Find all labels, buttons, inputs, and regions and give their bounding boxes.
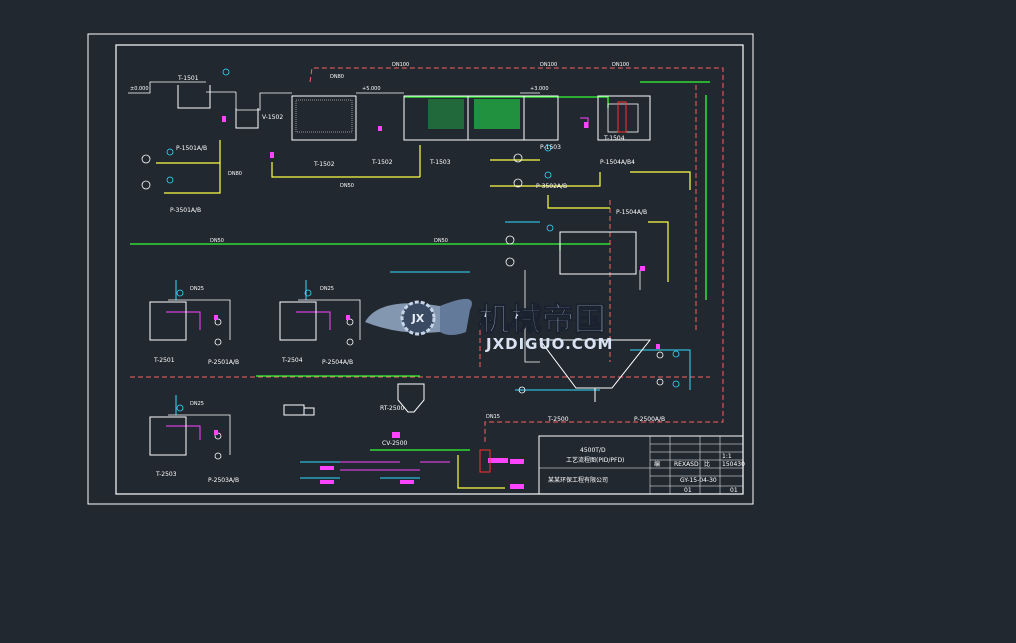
pipe-label-dn25c: DN25	[190, 401, 204, 407]
tag-t1502b: T-1502	[371, 159, 393, 166]
tag-p2501: P-2501A/B	[208, 359, 239, 366]
watermark-logo: JX 机械帝国 JXDIGUO.COM	[365, 298, 613, 353]
tb-page: 01	[730, 487, 738, 494]
tb-company: 某某环保工程有限公司	[548, 476, 608, 484]
pipe-label-dn80: DN80	[330, 74, 344, 80]
tag-t1503: T-1503	[429, 159, 451, 166]
dashed-return-lines	[130, 67, 724, 442]
tag-p2500: P-2500A/B	[634, 416, 665, 423]
bio-media-fill	[295, 99, 639, 133]
tb-drawing-no: GY-15-04-30	[680, 477, 717, 484]
pipe-label-dn50b: DN50	[210, 238, 224, 244]
inner-drawing-frame	[115, 44, 744, 495]
tb-project: 4500T/D	[580, 447, 606, 454]
tb-sheet-value: 150430	[722, 461, 745, 468]
pipe-label-dn25b: DN25	[320, 286, 334, 292]
red-filter-vessel	[479, 101, 627, 473]
tag-t2501: T-2501	[153, 357, 175, 364]
elev-label-2: +5.000	[362, 86, 381, 92]
watermark-badge: JX	[411, 312, 425, 325]
tag-t2500: T-2500	[547, 416, 569, 423]
pipe-size-labels: ±0.000 +5.000 +3.000 DN100 DN100 DN100 D…	[130, 62, 629, 420]
watermark-cn: 机械帝国	[478, 300, 606, 338]
pipe-label-dn100: DN100	[392, 62, 409, 68]
title-block: 4500T/D 工艺流程图(PID/PFD) 某某环保工程有限公司 编 REXA…	[538, 435, 745, 495]
tb-code-label: 编	[654, 460, 660, 468]
magenta-air-lines	[166, 117, 589, 471]
equipment-shapes	[149, 85, 652, 456]
pipe-label-dn50: DN50	[340, 183, 354, 189]
tag-p3501: P-3501A/B	[170, 207, 201, 214]
cyan-chemical-lines	[175, 221, 691, 479]
tag-p3502: P-3502A/B	[536, 183, 567, 190]
tb-code-value: REXASD	[674, 461, 699, 468]
tag-p1503: P-1503	[540, 144, 561, 151]
tag-p1505: P-1504A/B	[616, 209, 647, 216]
outer-sheet-border	[87, 33, 754, 505]
pipe-label-dn50c: DN50	[434, 238, 448, 244]
magenta-valve-markers	[214, 116, 660, 489]
tag-t1504: T-1504	[603, 135, 625, 142]
pipe-label-dn100c: DN100	[612, 62, 629, 68]
tb-drawing-name: 工艺流程图(PID/PFD)	[566, 456, 624, 464]
instrument-bubbles	[166, 68, 680, 412]
elev-label: ±0.000	[130, 86, 149, 92]
tb-scale-label: 比	[704, 460, 710, 468]
pipe-label-dn15: DN15	[486, 414, 500, 420]
pipe-label-dn100b: DN100	[540, 62, 557, 68]
equipment-tag-labels: T-1501 V-1502 P-1501A/B P-3501A/B T-1502…	[153, 75, 665, 484]
pipe-label-dn25: DN25	[190, 286, 204, 292]
tag-p2504: P-2504A/B	[322, 359, 353, 366]
tag-t2503: T-2503	[155, 471, 177, 478]
tb-sheet: 01	[684, 487, 692, 494]
tag-rt2500: RT-2500	[380, 405, 404, 412]
tag-cv2500: CV-2500	[382, 440, 408, 447]
tag-v1502: V-1502	[262, 114, 283, 121]
tag-t1502a: T-1502	[313, 161, 335, 168]
watermark-en: JXDIGUO.COM	[485, 335, 613, 353]
tag-p1504: P-1504A/B4	[600, 159, 635, 166]
elev-label-3: +3.000	[530, 86, 549, 92]
tag-t2504: T-2504	[281, 357, 303, 364]
tag-p1501: P-1501A/B	[176, 145, 207, 152]
tag-p2503: P-2503A/B	[208, 477, 239, 484]
yellow-water-lines	[156, 140, 691, 489]
pipe-label-dn80b: DN80	[228, 171, 242, 177]
white-piping-lines	[128, 81, 641, 455]
pump-symbols	[141, 153, 664, 460]
tb-scale-value: 1:1	[722, 453, 732, 460]
tag-t1501: T-1501	[177, 75, 199, 82]
